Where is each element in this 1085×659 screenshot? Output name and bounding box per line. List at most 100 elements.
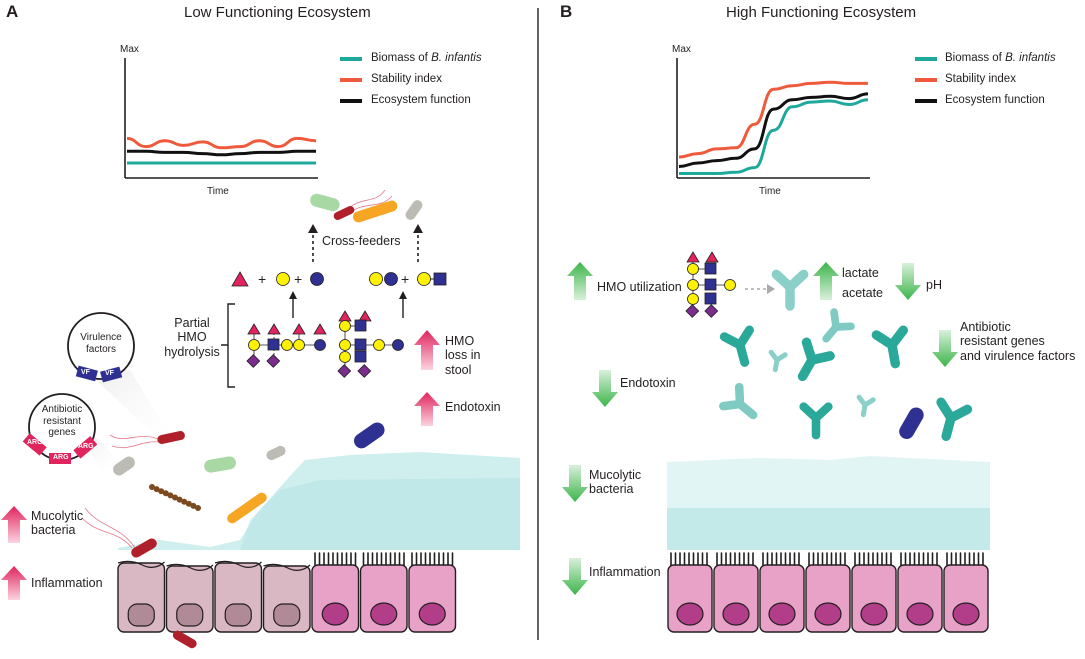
vf-gene-icon (100, 366, 123, 383)
cell-nucleus (768, 602, 796, 626)
chart-a-max-label: Max (120, 44, 139, 55)
antibiotic-a-line-3: genes (48, 427, 76, 438)
bifidobacterium-body (936, 397, 973, 441)
legend-a-function: Ecosystem function (371, 94, 471, 106)
bifidobacterium-infantis (719, 325, 754, 367)
legend-b-stability: Stability index (945, 73, 1016, 85)
ph-label: pH (926, 278, 942, 292)
bifidobacterium-body (871, 325, 908, 369)
orange-bacterium (227, 492, 267, 524)
partial-hydrolysis-line-2: HMO (177, 330, 207, 345)
mucolytic-a-label: Mucolytic bacteria (31, 509, 83, 538)
bifidobacterium-infantis (936, 397, 973, 441)
bifidobacterium-infantis (719, 382, 758, 420)
antibiotic-b-line-2: resistant genes (960, 334, 1045, 349)
lumen-bacteria-a (109, 422, 385, 524)
arg-tag-3: ARG (78, 443, 94, 450)
inflammation-up-arrow (1, 566, 27, 600)
panel-b-title: High Functioning Ecosystem (726, 4, 917, 21)
antibiotic-b-line-3: and virulence factors (960, 348, 1076, 363)
cell-nucleus (860, 602, 888, 626)
cell-nucleus (814, 602, 842, 626)
chart-a-time-label: Time (207, 186, 229, 197)
gray-bacterium (266, 445, 286, 461)
chart-a (124, 58, 318, 179)
bifidobacterium-infantis (822, 308, 855, 343)
cross-feeders-label: Cross-feeders (322, 234, 401, 248)
antibiotic-a-line-2: resistant (43, 415, 81, 427)
chain-bacterium-segment (185, 500, 192, 507)
cell-nucleus (906, 602, 934, 626)
bifidobacterium-infantis (771, 269, 809, 311)
bifidobacterium-infantis (797, 337, 835, 382)
inflammation-a-label: Inflammation (31, 576, 103, 590)
bifidobacterium-body (719, 325, 754, 367)
microvilli (762, 552, 800, 567)
hydrolysis-arrowhead-right (399, 291, 407, 299)
legend-b-biomass-species: B. infantis (1005, 52, 1056, 64)
microvilli (808, 552, 846, 567)
bifidobacterium-infantis (871, 325, 908, 369)
hydrolysis-arrowhead-left (289, 291, 297, 299)
red-bacterium (157, 431, 185, 444)
microvilli (716, 552, 754, 567)
ph-down-arrow (895, 263, 921, 300)
legend-a-biomass-species: B. infantis (431, 52, 482, 64)
mucolytic-down-arrow (562, 465, 588, 502)
green-bacterium (204, 456, 236, 473)
cross-feeder-orange-bacterium (353, 200, 398, 223)
cell-nucleus (722, 602, 750, 626)
legend-b-biomass-prefix: Biomass of (945, 52, 1006, 64)
mucolytic-b-line-2: bacteria (589, 482, 634, 497)
virulence-line-1: Virulence (80, 332, 122, 343)
chart-b-max-label: Max (672, 44, 691, 55)
chain-bacterium-segment (195, 505, 201, 511)
cell-nucleus (321, 602, 349, 626)
chart-a-series-ecosystem-function (127, 149, 316, 157)
vf-tag-2: VF (105, 370, 114, 377)
chain-bacterium-segment (149, 484, 155, 490)
chain-bacterium-segment (158, 488, 165, 495)
microvilli (900, 552, 938, 567)
chain-bacterium-segment (162, 490, 169, 497)
svg-text:+: + (401, 271, 409, 287)
cell-nucleus (370, 602, 398, 626)
hmo-utilization-label: HMO utilization (597, 280, 682, 294)
partial-hydrolysis-label: Partial HMO hydrolysis (160, 316, 224, 359)
antibiotic-b-line-1: Antibiotic (960, 320, 1011, 334)
glucose-glycan (310, 272, 324, 286)
microvilli (314, 552, 357, 567)
hmo-structure-2 (337, 310, 404, 378)
hmo-loss-label: HMO loss in stool (445, 334, 480, 377)
hmo-loss-line-1: HMO (445, 334, 475, 348)
invading-bacterium (172, 630, 197, 649)
bifidobacterium-body (799, 402, 833, 440)
legend-a-stability: Stability index (371, 73, 442, 85)
bifidobacterium-body (768, 349, 788, 373)
cell-nucleus (224, 603, 252, 627)
virulence-plasmid-icon (67, 312, 135, 380)
blue-bacterium (354, 422, 385, 449)
microvilli (946, 552, 984, 567)
mucus-inner-layer-a (240, 478, 520, 550)
damaged-cell-edge (166, 563, 214, 571)
bifidobacterium-body (856, 394, 876, 418)
chart-b (676, 58, 870, 179)
lactate-up-arrow (813, 262, 839, 300)
galactose-glycan (276, 272, 290, 286)
arg-gene-icon (22, 433, 47, 456)
virulence-factors-label: Virulence factors (71, 332, 131, 355)
vf-tag-1: VF (81, 369, 90, 376)
mucolytic-bacterium (131, 538, 157, 558)
hmo-structure-1 (246, 323, 327, 368)
cross-feeder-gray-bacterium (405, 200, 423, 220)
chain-bacterium-segment (176, 496, 183, 503)
damaged-cell-edge (263, 563, 311, 571)
mucolytic-up-arrow (1, 506, 27, 543)
mucolytic-a-line-2: bacteria (31, 523, 76, 538)
mucolytic-a-line-1: Mucolytic (31, 509, 84, 523)
microvilli (854, 552, 892, 567)
antibiotic-genes-label-b: Antibiotic resistant genes and virulence… (960, 320, 1075, 363)
arg-tag-1: ARG (27, 439, 43, 446)
